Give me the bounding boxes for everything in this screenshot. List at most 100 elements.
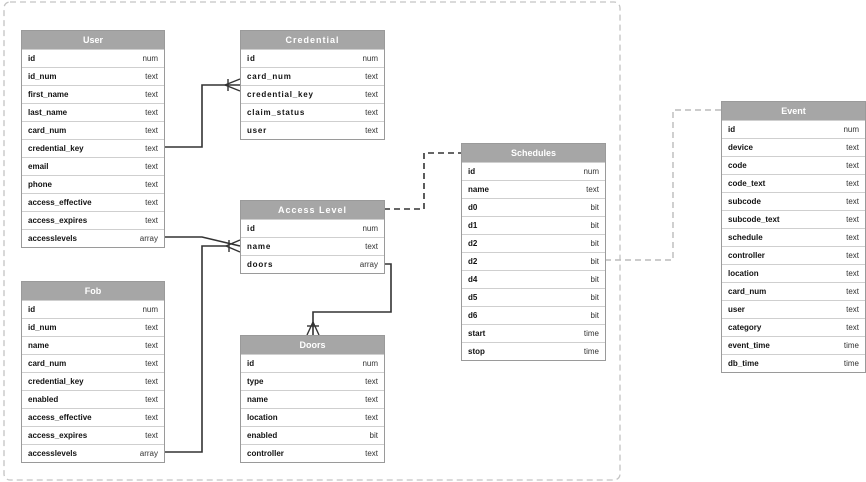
link-schedules-event — [605, 109, 721, 261]
field-type: bit — [590, 203, 599, 212]
field-name: location — [728, 269, 759, 278]
field-name: credential_key — [247, 90, 314, 99]
field-type: text — [145, 126, 158, 135]
field-type: text — [365, 126, 378, 135]
table-title: Fob — [22, 282, 164, 300]
field-type: text — [365, 108, 378, 117]
field-type: text — [365, 90, 378, 99]
field-name: start — [468, 329, 486, 338]
table-row[interactable]: subcode_text text — [722, 210, 865, 228]
table-title: Access Level — [241, 201, 384, 219]
field-type: time — [843, 341, 859, 350]
field-name: id — [247, 224, 256, 233]
field-name: d6 — [468, 311, 478, 320]
field-name: id — [247, 54, 256, 63]
field-name: d2 — [468, 239, 478, 248]
field-name: access_effective — [28, 413, 92, 422]
field-type: text — [365, 449, 378, 458]
field-name: doors — [247, 260, 274, 269]
field-name: code — [728, 161, 747, 170]
table-row[interactable]: credential_key text — [241, 85, 384, 103]
field-type: text — [145, 180, 158, 189]
field-name: name — [468, 185, 489, 194]
field-type: text — [145, 90, 158, 99]
table-title: Schedules — [462, 144, 605, 162]
field-type: text — [846, 179, 859, 188]
field-type: time — [583, 347, 599, 356]
field-name: accesslevels — [28, 234, 77, 243]
field-name: name — [28, 341, 49, 350]
field-name: code_text — [728, 179, 766, 188]
field-type: text — [846, 215, 859, 224]
table-row[interactable]: code_text text — [722, 174, 865, 192]
field-type: text — [846, 143, 859, 152]
field-type: text — [365, 413, 378, 422]
field-name: id — [728, 125, 736, 134]
field-name: subcode_text — [728, 215, 780, 224]
